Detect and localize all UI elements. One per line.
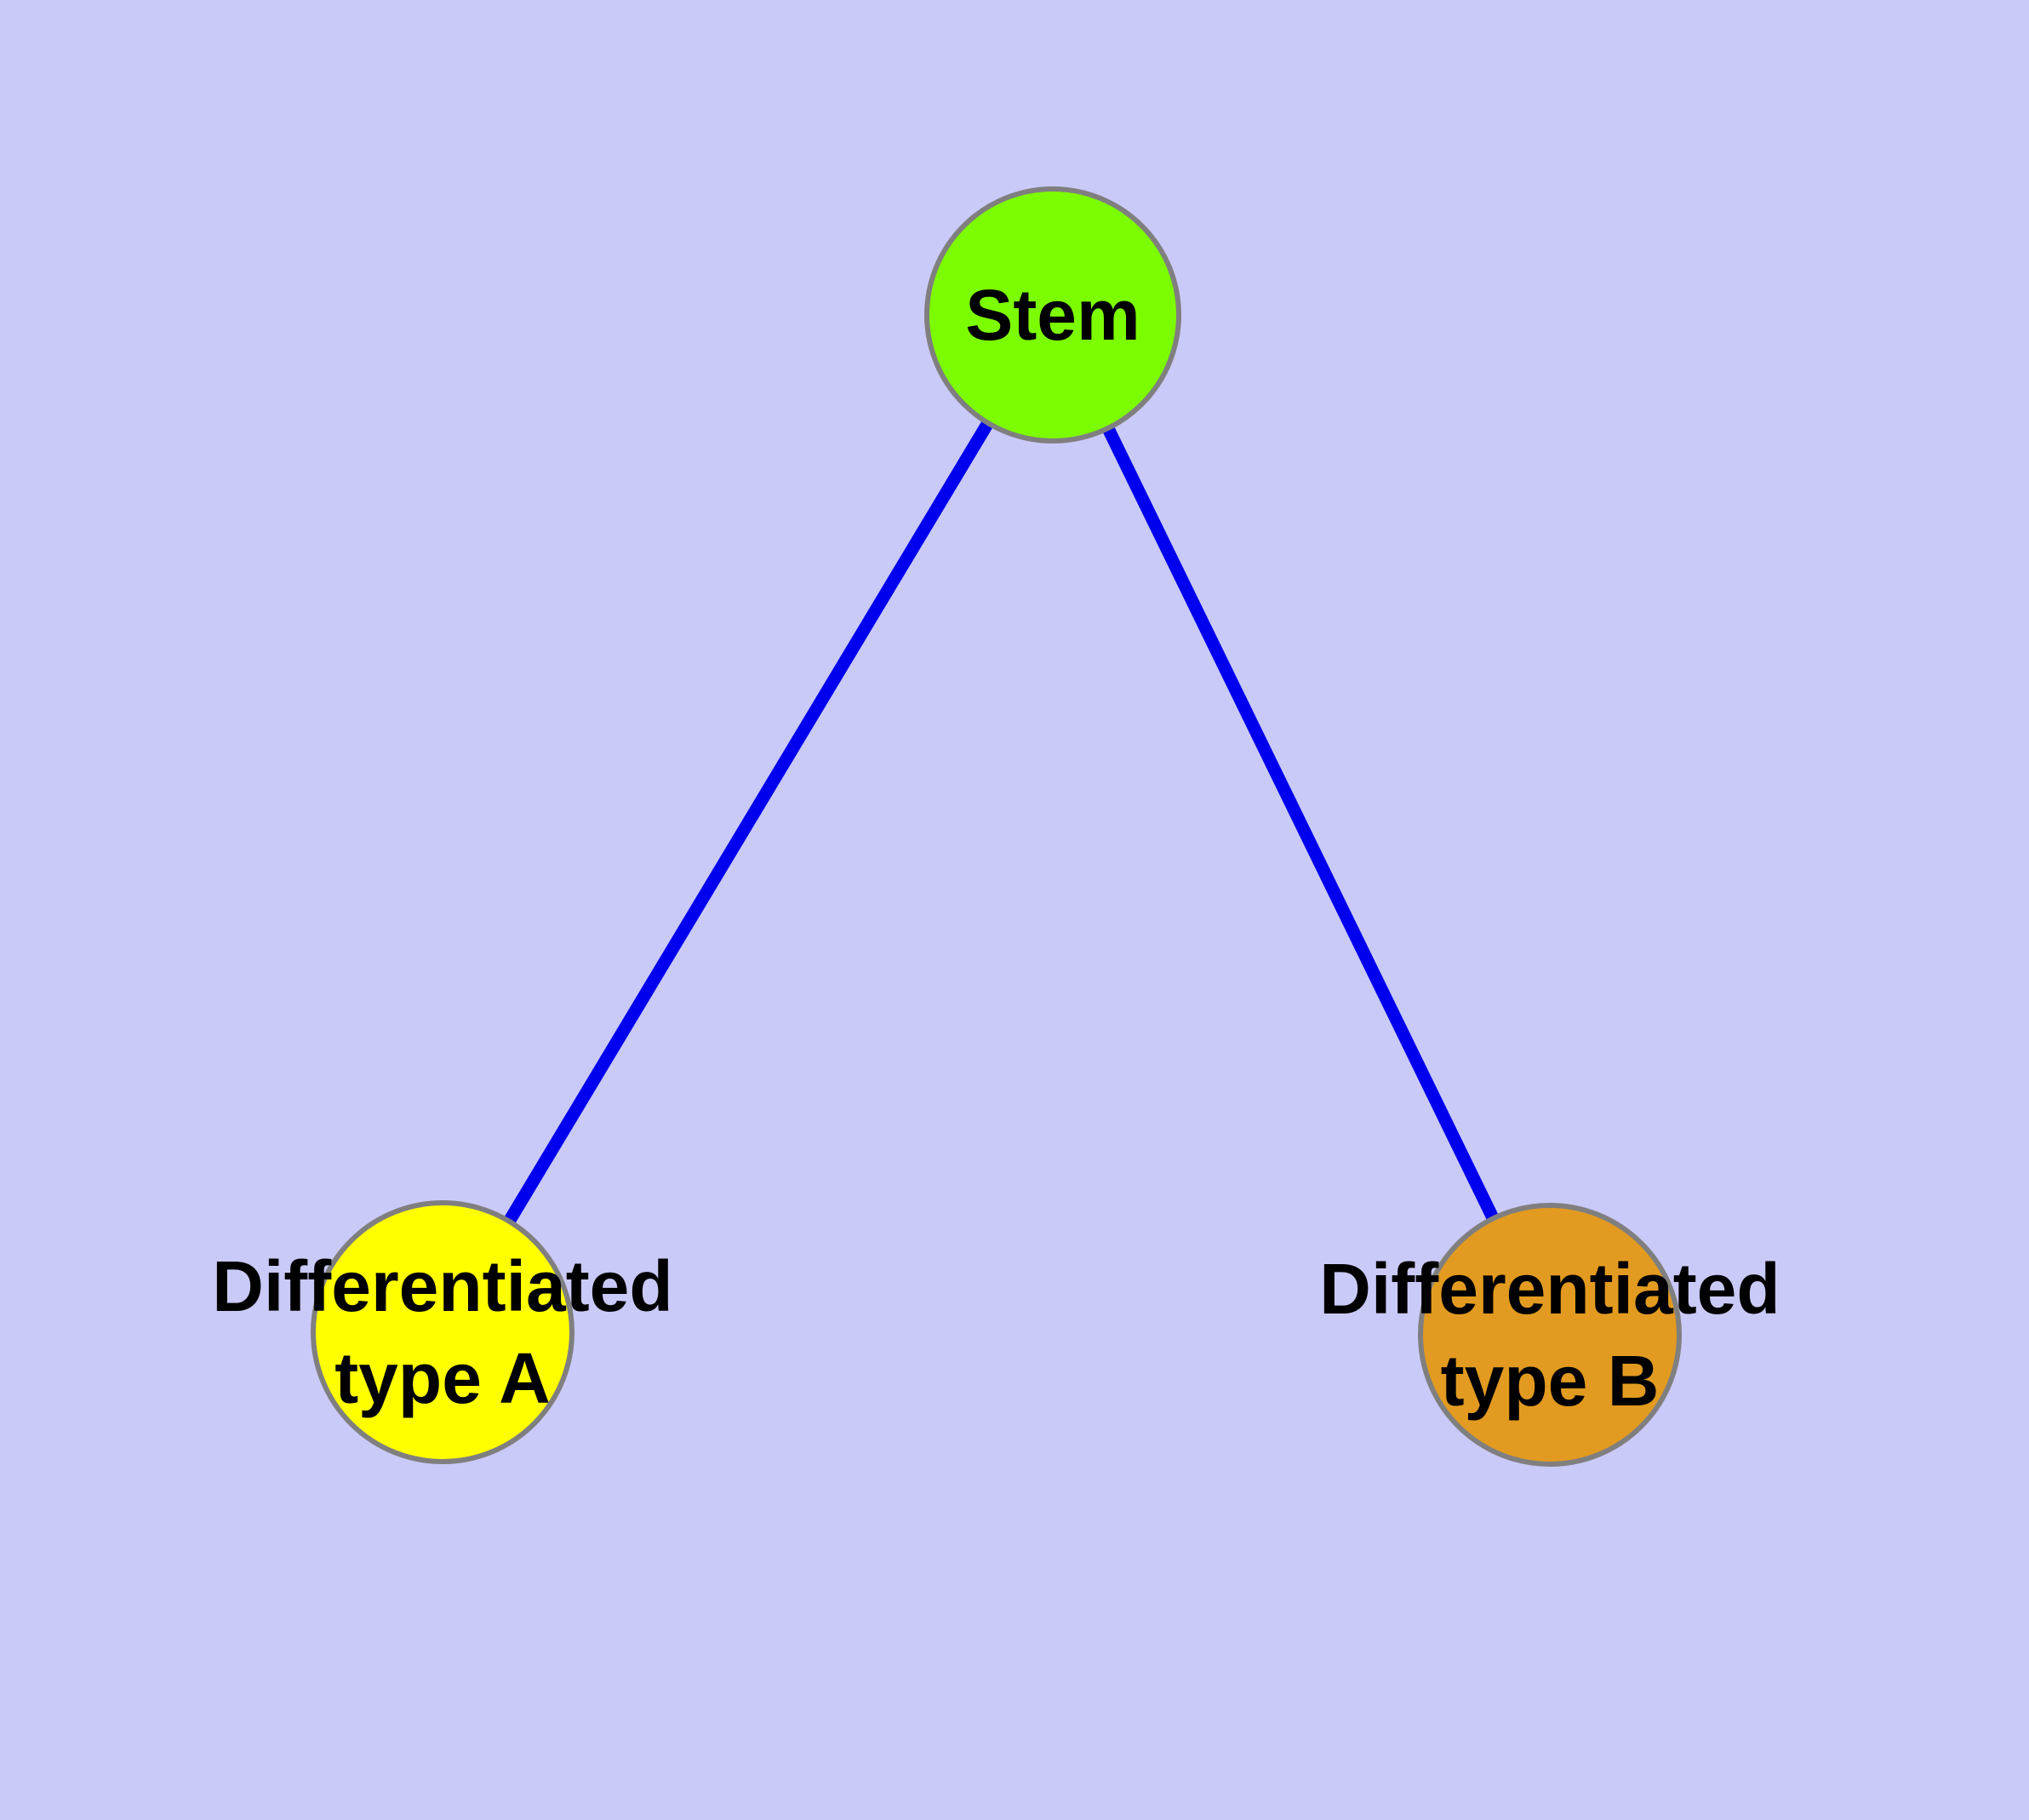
- node-stem: [924, 186, 1181, 444]
- nodes-layer: [311, 186, 1682, 1467]
- edges-layer: [437, 312, 1556, 1338]
- edge-stem-to-differentiated-type-a: [437, 312, 1059, 1336]
- node-differentiated-type-a: [311, 1200, 574, 1464]
- node-differentiated-type-b: [1418, 1203, 1682, 1467]
- edge-stem-to-differentiated-type-b: [1047, 312, 1556, 1338]
